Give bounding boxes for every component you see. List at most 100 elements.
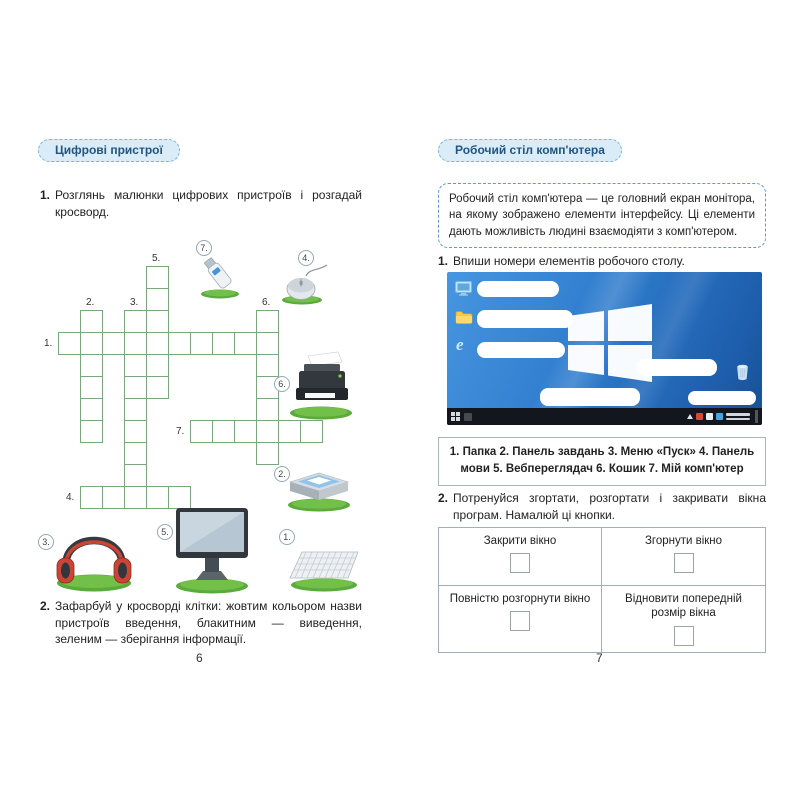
crossword-cell[interactable] xyxy=(168,332,191,355)
answers-key: 1. Папка 2. Панель завдань 3. Меню «Пуск… xyxy=(438,437,766,486)
device-keyboard: 1. xyxy=(270,512,370,596)
label-box-my-computer[interactable] xyxy=(477,281,559,297)
crossword-cell[interactable] xyxy=(146,266,169,289)
monitor-icon xyxy=(176,508,248,594)
crossword-cell[interactable] xyxy=(124,310,147,333)
mouse-icon xyxy=(282,264,328,305)
draw-box-restore[interactable] xyxy=(673,625,694,646)
scanner-icon xyxy=(288,472,350,512)
task-text: Впиши номери елементів робочого столу. xyxy=(453,254,685,268)
label-box-recycle-bin[interactable] xyxy=(637,359,717,376)
page-number-right: 7 xyxy=(596,651,603,665)
crossword-cell[interactable] xyxy=(190,420,213,443)
clue-number-keyboard: 1. xyxy=(279,529,295,545)
crossword-cell[interactable] xyxy=(80,398,103,421)
crossword-cell[interactable] xyxy=(146,332,169,355)
crossword-cell[interactable] xyxy=(58,332,81,355)
right-page-header: Робочий стіл комп'ютера xyxy=(438,139,622,162)
draw-box-maximize[interactable] xyxy=(510,611,530,632)
crossword-word-number: 5. xyxy=(152,253,161,264)
flash-drive-icon xyxy=(201,257,239,299)
web-browser-icon: e xyxy=(456,335,464,354)
crossword-word-number: 3. xyxy=(130,297,139,308)
crossword-cell[interactable] xyxy=(146,310,169,333)
table-cell-minimize: Згорнути вікно xyxy=(602,528,765,586)
start-button-icon xyxy=(451,412,460,421)
draw-box-close[interactable] xyxy=(510,553,530,574)
crossword-cell[interactable] xyxy=(80,486,103,509)
window-buttons-table: Закрити вікно Згорнути вікно Повністю ро… xyxy=(438,527,766,653)
tray-clock-area xyxy=(726,411,750,422)
label-box-language-bar[interactable] xyxy=(688,391,756,405)
task-number: 2. xyxy=(438,491,449,505)
crossword-cell[interactable] xyxy=(124,486,147,509)
crossword-cell[interactable] xyxy=(102,486,125,509)
printer-icon xyxy=(290,351,352,420)
right-task-2: 2. Потренуйся згортати, розгортати і зак… xyxy=(438,490,766,523)
crossword-cell[interactable] xyxy=(80,332,103,355)
crossword-word-number: 7. xyxy=(176,426,185,437)
crossword-cell[interactable] xyxy=(190,332,213,355)
clue-number-printer: 6. xyxy=(274,376,290,392)
device-mouse: 4. xyxy=(278,246,334,308)
table-cell-close: Закрити вікно xyxy=(439,528,602,586)
task-text: Розглянь малюнки цифрових пристроїв і ро… xyxy=(55,188,362,219)
folder-icon xyxy=(455,310,473,330)
crossword-word-number: 1. xyxy=(44,338,53,349)
label-box-taskbar[interactable] xyxy=(540,388,640,406)
pinned-app-icon xyxy=(464,412,472,421)
label-box-browser[interactable] xyxy=(477,342,565,358)
device-headphones: 3. xyxy=(30,512,140,598)
label-box-folder[interactable] xyxy=(477,310,573,328)
crossword-cell[interactable] xyxy=(124,332,147,355)
crossword-cell[interactable] xyxy=(212,332,235,355)
taskbar xyxy=(447,408,762,425)
crossword-cell[interactable] xyxy=(124,398,147,421)
crossword-cell[interactable] xyxy=(80,310,103,333)
crossword-cell[interactable] xyxy=(102,332,125,355)
crossword-word-number: 6. xyxy=(262,297,271,308)
table-cell-maximize: Повністю розгорнути вікно xyxy=(439,586,602,652)
tray-app-icon-red xyxy=(696,413,703,420)
desktop-screenshot: e xyxy=(447,272,762,425)
system-tray xyxy=(687,410,758,423)
answers-key-text: 1. Папка 2. Панель завдань 3. Меню «Пуск… xyxy=(449,446,755,476)
crossword-cell[interactable] xyxy=(212,420,235,443)
windows-logo xyxy=(568,304,652,382)
task-number: 1. xyxy=(438,254,449,268)
crossword-cell[interactable] xyxy=(124,354,147,377)
crossword-cell[interactable] xyxy=(80,354,103,377)
task-number: 2. xyxy=(40,599,51,613)
crossword-cell[interactable] xyxy=(234,420,257,443)
recycle-bin-icon xyxy=(735,362,750,386)
definition-box: Робочий стіл комп'ютера — це головний ек… xyxy=(438,183,766,248)
crossword-cell[interactable] xyxy=(146,288,169,311)
table-cell-label: Повністю розгорнути вікно xyxy=(449,593,591,605)
device-printer: 6. xyxy=(268,350,358,424)
crossword-cell[interactable] xyxy=(124,442,147,465)
crossword-cell[interactable] xyxy=(124,464,147,487)
definition-text: Робочий стіл комп'ютера — це головний ек… xyxy=(449,193,755,238)
left-page-header: Цифрові пристрої xyxy=(38,139,180,162)
draw-box-minimize[interactable] xyxy=(673,553,694,574)
right-task-1: 1. Впиши номери елементів робочого столу… xyxy=(438,253,766,270)
keyboard-icon xyxy=(289,551,359,592)
crossword-cell[interactable] xyxy=(256,310,279,333)
tray-app-icon-white xyxy=(706,413,713,420)
crossword-cell[interactable] xyxy=(80,420,103,443)
table-cell-label: Відновити попередній розмір вікна xyxy=(625,593,742,620)
crossword-cell[interactable] xyxy=(300,420,323,443)
left-task-2: 2. Зафарбуй у кросворді клітки: жовтим к… xyxy=(40,598,362,648)
crossword-cell[interactable] xyxy=(146,354,169,377)
task-number: 1. xyxy=(40,188,51,202)
crossword-cell[interactable] xyxy=(146,376,169,399)
crossword-cell[interactable] xyxy=(234,332,257,355)
clue-number-scanner: 2. xyxy=(274,466,290,482)
crossword-word-number: 4. xyxy=(66,492,75,503)
right-page-header-label: Робочий стіл комп'ютера xyxy=(455,143,605,157)
crossword-cell[interactable] xyxy=(124,376,147,399)
crossword-cell[interactable] xyxy=(80,376,103,399)
page-number-left: 6 xyxy=(196,651,203,665)
crossword-cell[interactable] xyxy=(124,420,147,443)
